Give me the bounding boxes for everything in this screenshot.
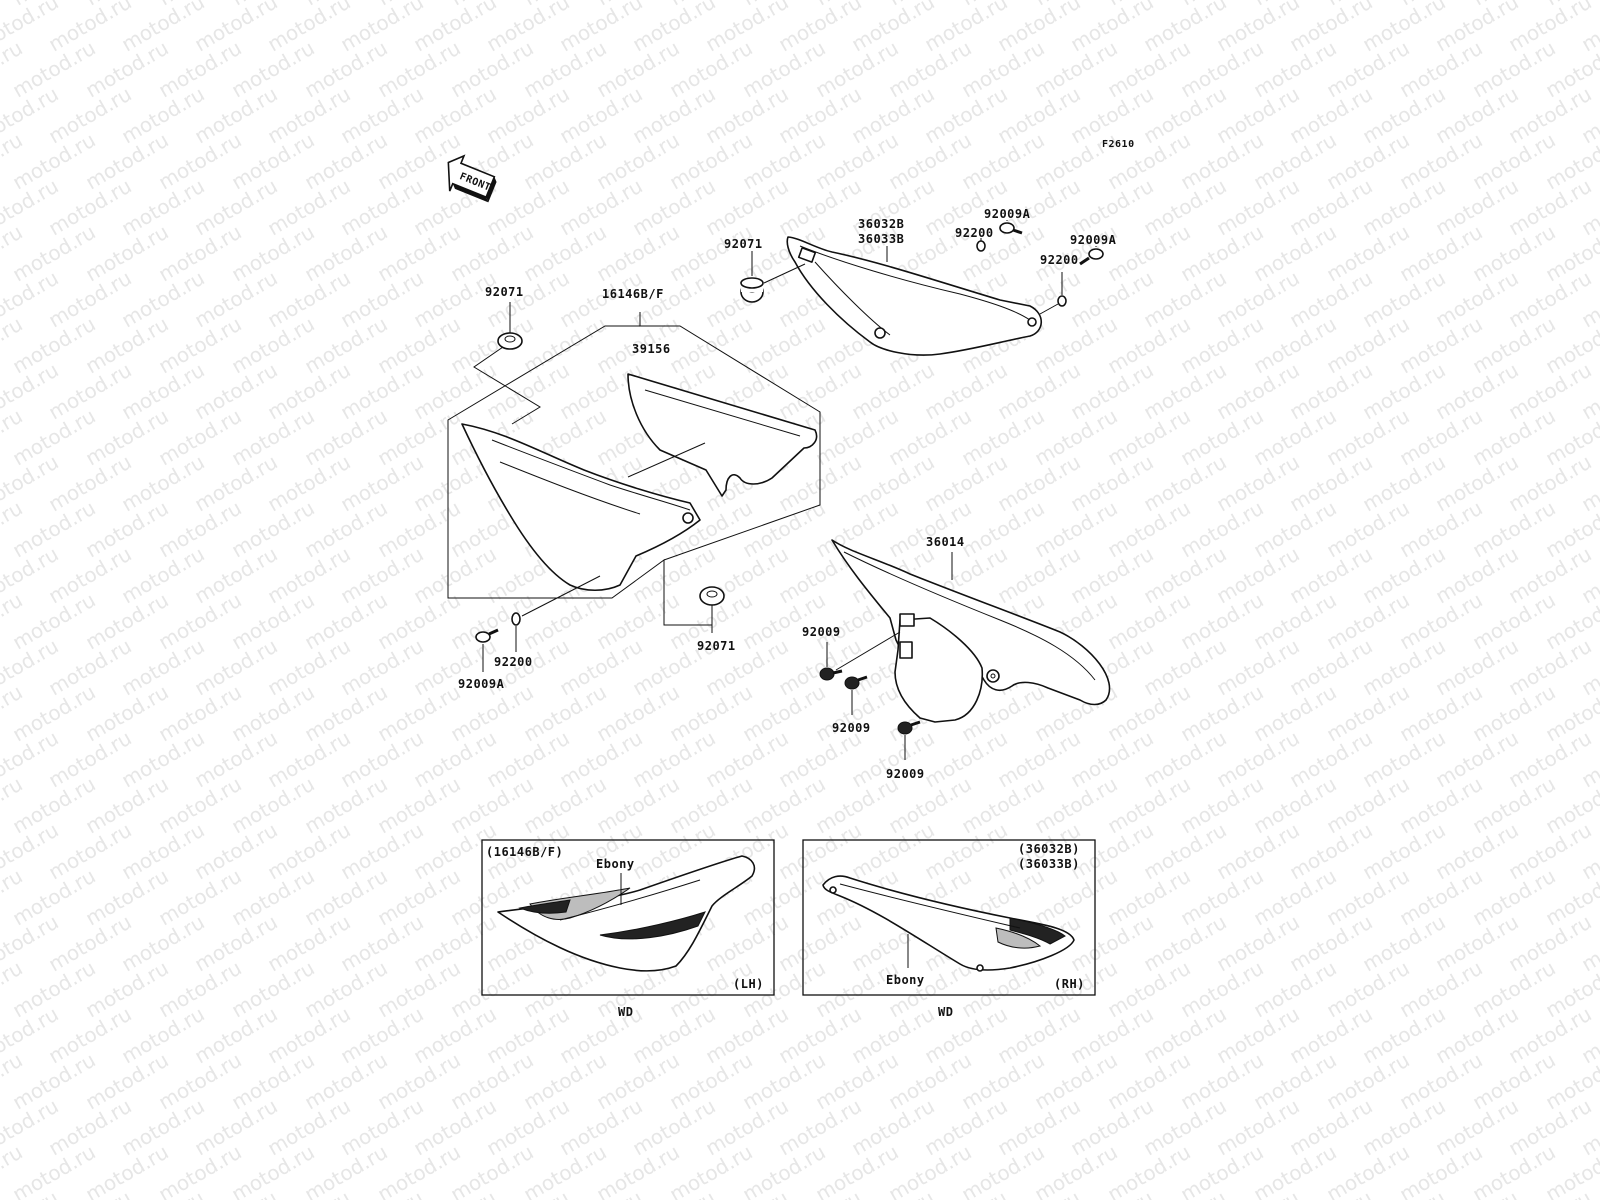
callout-92009-c: 92009 — [886, 767, 925, 781]
callout-labels: 16146B/F 39156 92071 92071 92071 36032B … — [458, 207, 1117, 781]
inset-rh-side: (RH) — [1054, 977, 1085, 991]
inset-lh-code: (16146B/F) — [486, 845, 563, 859]
callout-92071-c: 92071 — [724, 237, 763, 251]
bolt-92009-b — [844, 675, 868, 690]
bolt-92009-a — [819, 667, 843, 681]
callout-39156: 39156 — [632, 342, 671, 356]
callout-92071-a: 92071 — [485, 285, 524, 299]
side-cover-lh-group — [447, 302, 821, 672]
inset-rh: (36032B) (36033B) Ebony (RH) WD — [802, 839, 1096, 1019]
callout-92200-a: 92200 — [955, 226, 994, 240]
callout-92071-b: 92071 — [697, 639, 736, 653]
callout-16146: 16146B/F — [602, 287, 664, 301]
inset-rh-caption: WD — [938, 1005, 953, 1019]
grommet-92071-bottom — [699, 586, 725, 606]
chain-cover-group — [819, 539, 1111, 760]
callout-92009-a: 92009 — [802, 625, 841, 639]
callout-36014: 36014 — [926, 535, 965, 549]
side-cover-rh-group — [740, 220, 1104, 356]
bolt-92009A-rh-bottom — [1079, 248, 1104, 266]
washer-92200-rh-bottom — [1057, 295, 1067, 307]
inner-cover-39156 — [627, 373, 818, 497]
inset-lh-side: (LH) — [733, 977, 764, 991]
bolt-92009A-left — [475, 628, 499, 643]
side-cover-36032 — [786, 236, 1043, 356]
callout-36032: 36032B — [858, 217, 904, 231]
callout-92009-b: 92009 — [832, 721, 871, 735]
callout-92009A-b: 92009A — [1070, 233, 1117, 247]
grommet-92071-top — [497, 332, 523, 350]
grommet-hole — [682, 512, 694, 524]
inset-rh-code2: (36033B) — [1018, 857, 1080, 871]
washer-92200-rh-top — [976, 240, 986, 252]
chain-cover-bracket — [894, 617, 984, 723]
inset-rh-color: Ebony — [886, 973, 925, 987]
callout-92200-c: 92200 — [494, 655, 533, 669]
figure-code: F2610 — [1102, 139, 1135, 150]
inset-lh: (16146B/F) Ebony (LH) WD — [481, 839, 775, 1019]
bolt-92009A-rh-top — [999, 222, 1023, 235]
inset-lh-color: Ebony — [596, 857, 635, 871]
callout-92009A-c: 92009A — [458, 677, 505, 691]
inset-rh-code1: (36032B) — [1018, 842, 1080, 856]
inset-lh-caption: WD — [618, 1005, 633, 1019]
callout-36033: 36033B — [858, 232, 904, 246]
callout-92009A-a: 92009A — [984, 207, 1031, 221]
front-arrow-icon: FRONT — [447, 154, 497, 203]
callout-92200-b: 92200 — [1040, 253, 1079, 267]
washer-92200-left — [511, 612, 521, 626]
grommet-92071-rh — [740, 277, 764, 303]
side-cover-16146 — [461, 423, 701, 592]
bolt-92009-c — [897, 720, 921, 735]
